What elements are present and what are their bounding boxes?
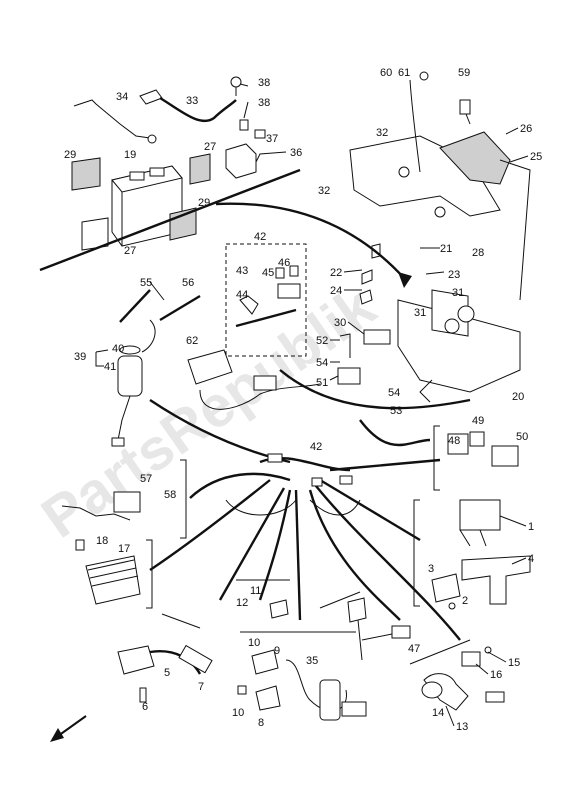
callout-20: 20 (512, 391, 524, 403)
central-harness (149, 419, 461, 641)
callout-41: 41 (104, 361, 116, 373)
right-lower-parts (421, 431, 531, 711)
callout-1: 1 (528, 521, 534, 533)
brackets (146, 425, 471, 665)
callout-28: 28 (472, 247, 484, 259)
callout-17: 17 (118, 543, 130, 555)
callout-62: 62 (186, 335, 198, 347)
battery-tray (279, 159, 531, 410)
callout-6: 6 (142, 701, 148, 713)
callout-5: 5 (164, 667, 170, 679)
callout-19: 19 (124, 149, 136, 161)
callout-10a: 10 (248, 637, 260, 649)
callout-54b: 54 (316, 357, 328, 369)
callout-44: 44 (236, 289, 248, 301)
frame-bracket (349, 71, 511, 218)
callout-7: 7 (198, 681, 204, 693)
callout-61: 61 (398, 67, 410, 79)
callout-25: 25 (530, 151, 542, 163)
callout-42a: 42 (254, 231, 266, 243)
callout-55: 55 (140, 277, 152, 289)
callout-27b: 27 (124, 245, 136, 257)
callout-57: 57 (140, 473, 152, 485)
callout-30: 30 (334, 317, 346, 329)
leader-lines (95, 83, 529, 727)
callout-18: 18 (96, 535, 108, 547)
callout-39: 39 (74, 351, 86, 363)
callout-48: 48 (448, 435, 460, 447)
callout-31a: 31 (452, 287, 464, 299)
callout-21: 21 (440, 243, 452, 255)
assembly-arrow-1 (215, 202, 405, 279)
middle-lower-parts (251, 597, 411, 721)
callout-10b: 10 (232, 707, 244, 719)
callout-37: 37 (266, 133, 278, 145)
callout-29a: 29 (64, 149, 76, 161)
callout-4: 4 (528, 553, 534, 565)
callout-24: 24 (330, 285, 342, 297)
callout-15: 15 (508, 657, 520, 669)
callout-labels: 1 2 3 4 5 6 7 8 9 10 10 11 12 13 14 15 1… (64, 67, 542, 733)
callout-59: 59 (458, 67, 470, 79)
callout-38b: 38 (258, 97, 270, 109)
callout-53: 53 (390, 405, 402, 417)
callout-56: 56 (182, 277, 194, 289)
callout-54a: 54 (388, 387, 400, 399)
callout-14: 14 (432, 707, 444, 719)
callout-22: 22 (330, 267, 342, 279)
callout-45: 45 (262, 267, 274, 279)
callout-13: 13 (456, 721, 468, 733)
callout-42b: 42 (310, 441, 322, 453)
arrow-head-1 (398, 272, 412, 288)
callout-51: 51 (316, 377, 328, 389)
callout-50: 50 (516, 431, 528, 443)
callout-35: 35 (306, 655, 318, 667)
callout-47: 47 (408, 643, 420, 655)
left-lower-parts (61, 491, 247, 703)
callout-31b: 31 (414, 307, 426, 319)
callout-12: 12 (236, 597, 248, 609)
callout-34: 34 (116, 91, 128, 103)
callout-32b: 32 (318, 185, 330, 197)
kit-42-box (225, 243, 307, 357)
callout-26: 26 (520, 123, 532, 135)
callout-38a: 38 (258, 77, 270, 89)
callout-40: 40 (112, 343, 124, 355)
callout-16: 16 (490, 669, 502, 681)
callout-52: 52 (316, 335, 328, 347)
callout-43: 43 (236, 265, 248, 277)
callout-33: 33 (186, 95, 198, 107)
callout-36: 36 (290, 147, 302, 159)
callout-58: 58 (164, 489, 176, 501)
callout-2: 2 (462, 595, 468, 607)
callout-3: 3 (428, 563, 434, 575)
front-direction-arrow (50, 715, 87, 742)
callout-29b: 29 (198, 197, 210, 209)
watermark-text: PartsRepublik (30, 273, 387, 550)
battery-group (39, 76, 301, 272)
callout-27a: 27 (204, 141, 216, 153)
callout-9: 9 (274, 645, 280, 657)
callout-8: 8 (258, 717, 264, 729)
callout-23: 23 (448, 269, 460, 281)
callout-49: 49 (472, 415, 484, 427)
callout-11: 11 (250, 585, 261, 597)
callout-32a: 32 (376, 127, 388, 139)
callout-46: 46 (278, 257, 290, 269)
callout-60: 60 (380, 67, 392, 79)
